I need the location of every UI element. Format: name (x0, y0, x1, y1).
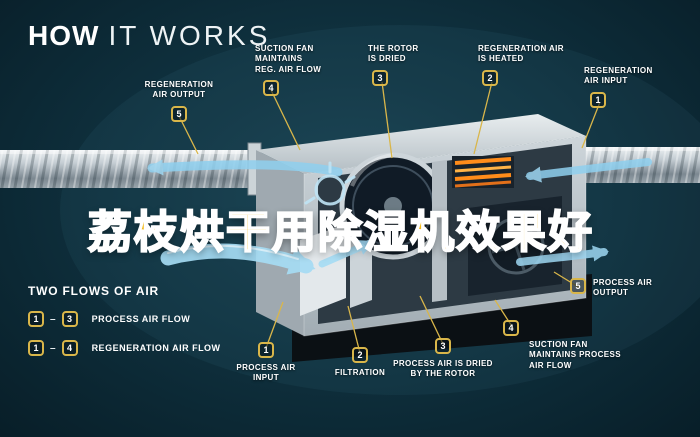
callout-rotor-dried: THE ROTOR IS DRIED 3 (368, 44, 448, 86)
legend-badge-4: 4 (61, 340, 78, 356)
callout-label: THE ROTOR IS DRIED (368, 44, 419, 64)
callout-badge-3: 3 (435, 338, 451, 354)
callout-label: SUCTION FAN MAINTAINS REG. AIR FLOW (255, 44, 322, 74)
callout-badge-4: 4 (503, 320, 519, 336)
overlay-headline: 荔枝烘干用除湿机效果好 (87, 207, 594, 258)
legend-label: REGENERATION AIR FLOW (91, 343, 221, 353)
process-input-highlight (167, 244, 299, 260)
callout-label: SUCTION FAN MAINTAINS PROCESS AIR FLOW (529, 340, 621, 370)
process-input-arrow (160, 243, 316, 275)
callout-badge-1: 1 (258, 342, 274, 358)
machine-top-face (256, 114, 586, 174)
callout-label: REGENERATION AIR OUTPUT (144, 80, 214, 100)
process-internal-arrow (318, 239, 375, 268)
regen-input-arrow (525, 158, 652, 183)
callout-label: REGENERATION AIR IS HEATED (478, 44, 564, 64)
callout-label: PROCESS AIR INPUT (236, 363, 296, 383)
legend-dash: – (50, 342, 56, 354)
title-it-works: IT WORKS (108, 20, 271, 51)
callout-badge-1: 1 (590, 91, 606, 108)
callout-badge-5: 5 (570, 278, 586, 294)
airflow-arrows (147, 158, 652, 275)
machine-left-face (256, 150, 304, 336)
inner-duct-white (300, 224, 346, 316)
process-output-arrow (516, 245, 609, 266)
page-title: HOW IT WORKS (28, 20, 270, 52)
callout-regeneration-air-output: REGENERATION AIR OUTPUT 5 (120, 80, 238, 122)
callout-regen-air-input: REGENERATION AIR INPUT 1 (584, 66, 684, 108)
legend-badge-3: 3 (61, 311, 78, 327)
callout-badge-2: 2 (352, 347, 368, 363)
callout-regen-air-heated: REGENERATION AIR IS HEATED 2 (478, 44, 588, 86)
callout-process-air-input: 1 PROCESS AIR INPUT (224, 342, 308, 384)
callout-badge-4: 4 (263, 80, 279, 97)
callout-process-air-dried: 3 PROCESS AIR IS DRIED BY THE ROTOR (388, 338, 498, 380)
callout-label: PROCESS AIR IS DRIED BY THE ROTOR (393, 359, 493, 379)
machine-body (256, 114, 587, 337)
callout-suction-fan-process: 4 SUCTION FAN MAINTAINS PROCESS AIR FLOW (503, 320, 623, 371)
heater (452, 156, 514, 188)
callout-badge-3: 3 (372, 69, 388, 86)
callout-process-air-output: 5 PROCESS AIR OUTPUT (570, 278, 652, 299)
legend-heading: TWO FLOWS OF AIR (28, 284, 160, 298)
callout-badge-5: 5 (171, 105, 187, 122)
legend-dash: – (50, 313, 56, 325)
desiccant-rotor (339, 152, 447, 260)
legend-row-regeneration: 1 – 4 REGENERATION AIR FLOW (28, 340, 221, 356)
callout-label: PROCESS AIR OUTPUT (593, 278, 653, 298)
callout-suction-fan-reg: SUCTION FAN MAINTAINS REG. AIR FLOW 4 (255, 44, 355, 97)
divider-panel (432, 160, 447, 302)
callout-label: REGENERATION AIR INPUT (584, 66, 653, 86)
regen-output-arrow (147, 159, 343, 177)
legend-badge-1: 1 (28, 340, 44, 356)
legend-row-process: 1 – 3 PROCESS AIR FLOW (28, 311, 221, 327)
callout-badge-2: 2 (482, 69, 498, 86)
callout-filtration: 2 FILTRATION (322, 347, 398, 378)
legend-label: PROCESS AIR FLOW (91, 314, 191, 324)
legend-badge-1: 1 (28, 311, 44, 327)
suction-fan-swirl (304, 161, 356, 206)
legend: TWO FLOWS OF AIR 1 – 3 PROCESS AIR FLOW … (28, 284, 221, 356)
callout-label: FILTRATION (334, 368, 386, 377)
title-how: HOW (28, 20, 100, 51)
